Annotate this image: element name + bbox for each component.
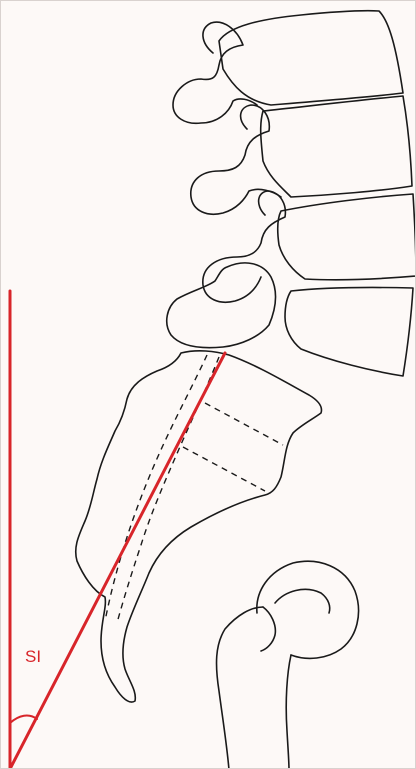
vertebral-body <box>285 287 413 376</box>
posterior-elements <box>191 105 281 214</box>
femoral-head-inner-arc <box>275 589 330 613</box>
vertebral-body <box>261 96 412 197</box>
sacral-segment-line-2 <box>183 447 265 491</box>
sacral-segment-line-1 <box>205 403 283 445</box>
femoral-head <box>257 561 359 658</box>
trochanter-curve <box>261 607 275 651</box>
posterior-elements <box>167 263 276 348</box>
posterior-elements <box>203 191 286 302</box>
sacral-inclination-construction <box>10 291 225 769</box>
sacral-inclination-label: SI <box>25 647 41 667</box>
vertebral-body <box>278 194 416 280</box>
vertebral-body <box>219 11 403 105</box>
femoral-shaft-posterior <box>286 655 291 769</box>
sacral-posterior-line <box>11 353 225 767</box>
femur <box>217 561 359 769</box>
femoral-neck-shaft <box>217 607 263 769</box>
vertebra-l2 <box>173 11 403 124</box>
